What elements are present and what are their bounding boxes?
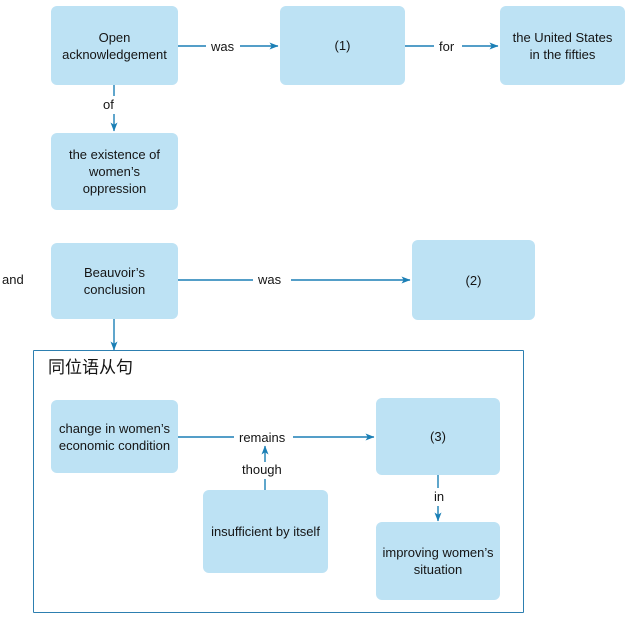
appositive-clause-group-title: 同位语从句: [48, 358, 133, 378]
conjunction-and: and: [2, 272, 24, 287]
node-united-states-fifties[interactable]: the United States in the fifties: [500, 6, 625, 85]
edge-label-in: in: [432, 489, 447, 504]
edge-label-for: for: [437, 39, 457, 54]
node-improving-womens-situation[interactable]: improving women’s situation: [376, 522, 500, 600]
node-blank-3[interactable]: (3): [376, 398, 500, 475]
node-insufficient-by-itself[interactable]: insufficient by itself: [203, 490, 328, 573]
node-beauvoirs-conclusion[interactable]: Beauvoir’s conclusion: [51, 243, 178, 319]
edge-label-was-1: was: [209, 39, 237, 54]
edge-label-of: of: [101, 97, 116, 112]
edge-label-remains: remains: [237, 430, 288, 445]
edge-label-though: though: [240, 462, 284, 477]
edge-label-was-2: was: [256, 272, 284, 287]
node-existence-of-oppression[interactable]: the existence of women’s oppression: [51, 133, 178, 210]
node-open-acknowledgement[interactable]: Open acknowledgement: [51, 6, 178, 85]
node-blank-1[interactable]: (1): [280, 6, 405, 85]
appositive-clause-group: [33, 350, 524, 613]
node-blank-2[interactable]: (2): [412, 240, 535, 320]
node-change-economic-condition[interactable]: change in women’s economic condition: [51, 400, 178, 473]
